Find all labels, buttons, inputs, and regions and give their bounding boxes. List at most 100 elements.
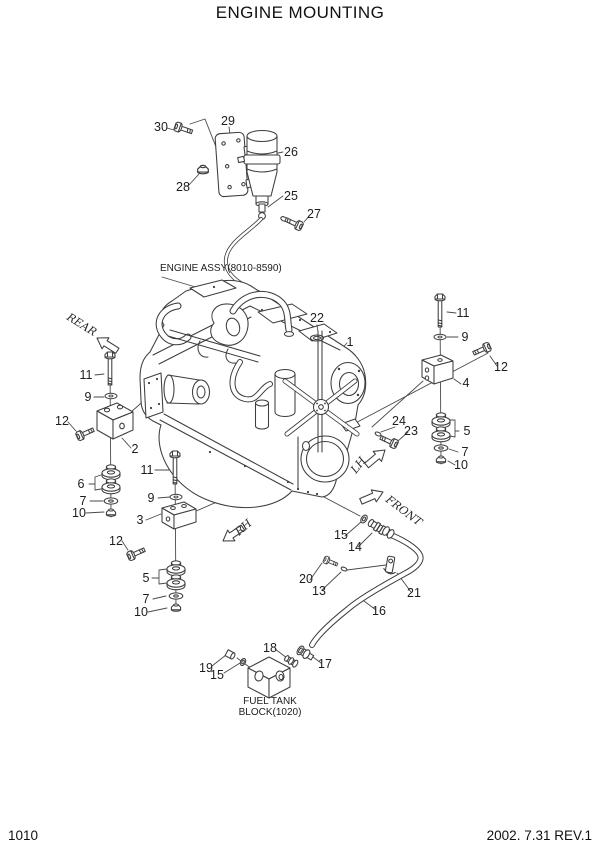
washer-24 <box>374 431 382 437</box>
callout-21: 21 <box>407 586 421 600</box>
dipstick <box>317 330 323 453</box>
direction-label-lh: LH <box>348 454 370 476</box>
callout-15-pipe: 15 <box>334 528 348 542</box>
callout-labels: 30 29 26 28 25 27 22 1 11 9 12 2 6 7 10 … <box>55 114 508 682</box>
bolt-12-lh <box>471 341 493 359</box>
mount-5-lh-upper <box>431 412 451 429</box>
bolt-20 <box>322 555 340 569</box>
callout-7-rear: 7 <box>80 494 87 508</box>
nut-10-lh <box>435 455 447 464</box>
bolt-23 <box>378 432 400 450</box>
callout-3: 3 <box>137 513 144 527</box>
callout-22: 22 <box>310 311 324 325</box>
mount-5-front-upper <box>166 560 186 577</box>
fuel-tank-label-line2: BLOCK(1020) <box>239 707 302 718</box>
callout-15-tank: 15 <box>210 668 224 682</box>
lh-mount-assembly <box>374 293 493 465</box>
left-mount-boss <box>143 372 164 419</box>
callout-9-lh: 9 <box>462 330 469 344</box>
washer-7-rear <box>103 497 119 505</box>
lh-arrow-icon <box>361 444 390 471</box>
fuel-tank-block <box>224 645 315 699</box>
washer-13 <box>340 566 348 572</box>
callout-30: 30 <box>154 120 168 134</box>
callout-18: 18 <box>263 641 277 655</box>
callout-23: 23 <box>404 424 418 438</box>
page-number: 1010 <box>8 828 39 843</box>
callout-14: 14 <box>348 540 362 554</box>
nut-28 <box>197 164 209 175</box>
bolt-12-rear <box>74 424 96 442</box>
bolt-12-front <box>125 544 147 562</box>
flywheel-housing <box>300 435 350 483</box>
callout-9-rear: 9 <box>85 390 92 404</box>
bolt-27 <box>283 214 305 232</box>
callout-24: 24 <box>392 414 406 428</box>
hose-fitting-17 <box>296 645 315 661</box>
pipe-end-fitting <box>382 526 395 539</box>
page-title: ENGINE MOUNTING <box>215 3 385 22</box>
callout-10-rear: 10 <box>72 506 86 520</box>
washer-9-rear <box>104 392 118 400</box>
fuel-tank-label-line1: FUEL TANK <box>243 696 297 707</box>
mount-5-front-lower <box>166 574 186 591</box>
engine-assembly-drawing <box>139 279 367 509</box>
callout-20: 20 <box>299 572 313 586</box>
bracket-3 <box>161 501 197 530</box>
engine-assy-label: ENGINE ASSY(8010-8590) <box>160 263 282 274</box>
front-arrow-icon <box>357 485 387 508</box>
callout-7-front: 7 <box>143 592 150 606</box>
callout-9-front: 9 <box>148 491 155 505</box>
mount-6-lower <box>101 478 121 495</box>
callout-13: 13 <box>312 584 326 598</box>
cooling-fan <box>282 378 360 437</box>
mount-6-upper <box>101 464 121 481</box>
direction-label-rear: REAR <box>64 310 99 339</box>
filter-mounting-plate <box>214 131 249 198</box>
direction-label-front: FRONT <box>382 492 425 529</box>
fuel-filter-canister <box>237 129 281 220</box>
bolt-11-rear <box>104 351 116 386</box>
plug-19 <box>224 649 236 660</box>
callout-1: 1 <box>347 335 354 349</box>
callout-11-front: 11 <box>141 463 154 477</box>
oil-pan-rim <box>159 413 294 491</box>
callout-16: 16 <box>372 604 386 618</box>
nut-10-rear <box>105 508 117 517</box>
washer-9-lh <box>433 333 447 341</box>
callout-11-lh: 11 <box>457 306 470 320</box>
mount-5-lh-lower <box>431 426 451 443</box>
callout-12-front: 12 <box>109 534 123 548</box>
callout-10-lh: 10 <box>454 458 468 472</box>
callout-11-rear: 11 <box>80 368 93 382</box>
washer-7-front <box>168 592 184 600</box>
bracket-4 <box>421 354 454 385</box>
nut-10-front <box>170 603 182 612</box>
clamp-21 <box>383 555 396 575</box>
bracket-2 <box>96 402 134 440</box>
callout-25: 25 <box>284 189 298 203</box>
callout-12-rear: 12 <box>55 414 69 428</box>
callout-7-lh: 7 <box>462 445 469 459</box>
front-mount-assembly <box>125 450 197 612</box>
callout-6: 6 <box>78 477 85 491</box>
bolt-11-lh <box>434 293 446 328</box>
callout-19: 19 <box>199 661 213 675</box>
callout-26: 26 <box>284 145 298 159</box>
callout-5-lh: 5 <box>464 424 471 438</box>
callout-2: 2 <box>132 442 139 456</box>
callout-10-front: 10 <box>134 605 148 619</box>
fuel-pipe-assembly <box>309 514 424 648</box>
callout-12-lh: 12 <box>494 360 508 374</box>
callout-4: 4 <box>463 376 470 390</box>
fitting-18 <box>284 655 299 668</box>
callout-5-front: 5 <box>143 571 150 585</box>
revision-date: 2002. 7.31 REV.1 <box>486 828 592 843</box>
callout-17: 17 <box>318 657 332 671</box>
callout-27: 27 <box>307 207 321 221</box>
callout-28: 28 <box>176 180 190 194</box>
rear-mount-assembly <box>74 351 134 518</box>
washer-9-front <box>169 493 183 501</box>
